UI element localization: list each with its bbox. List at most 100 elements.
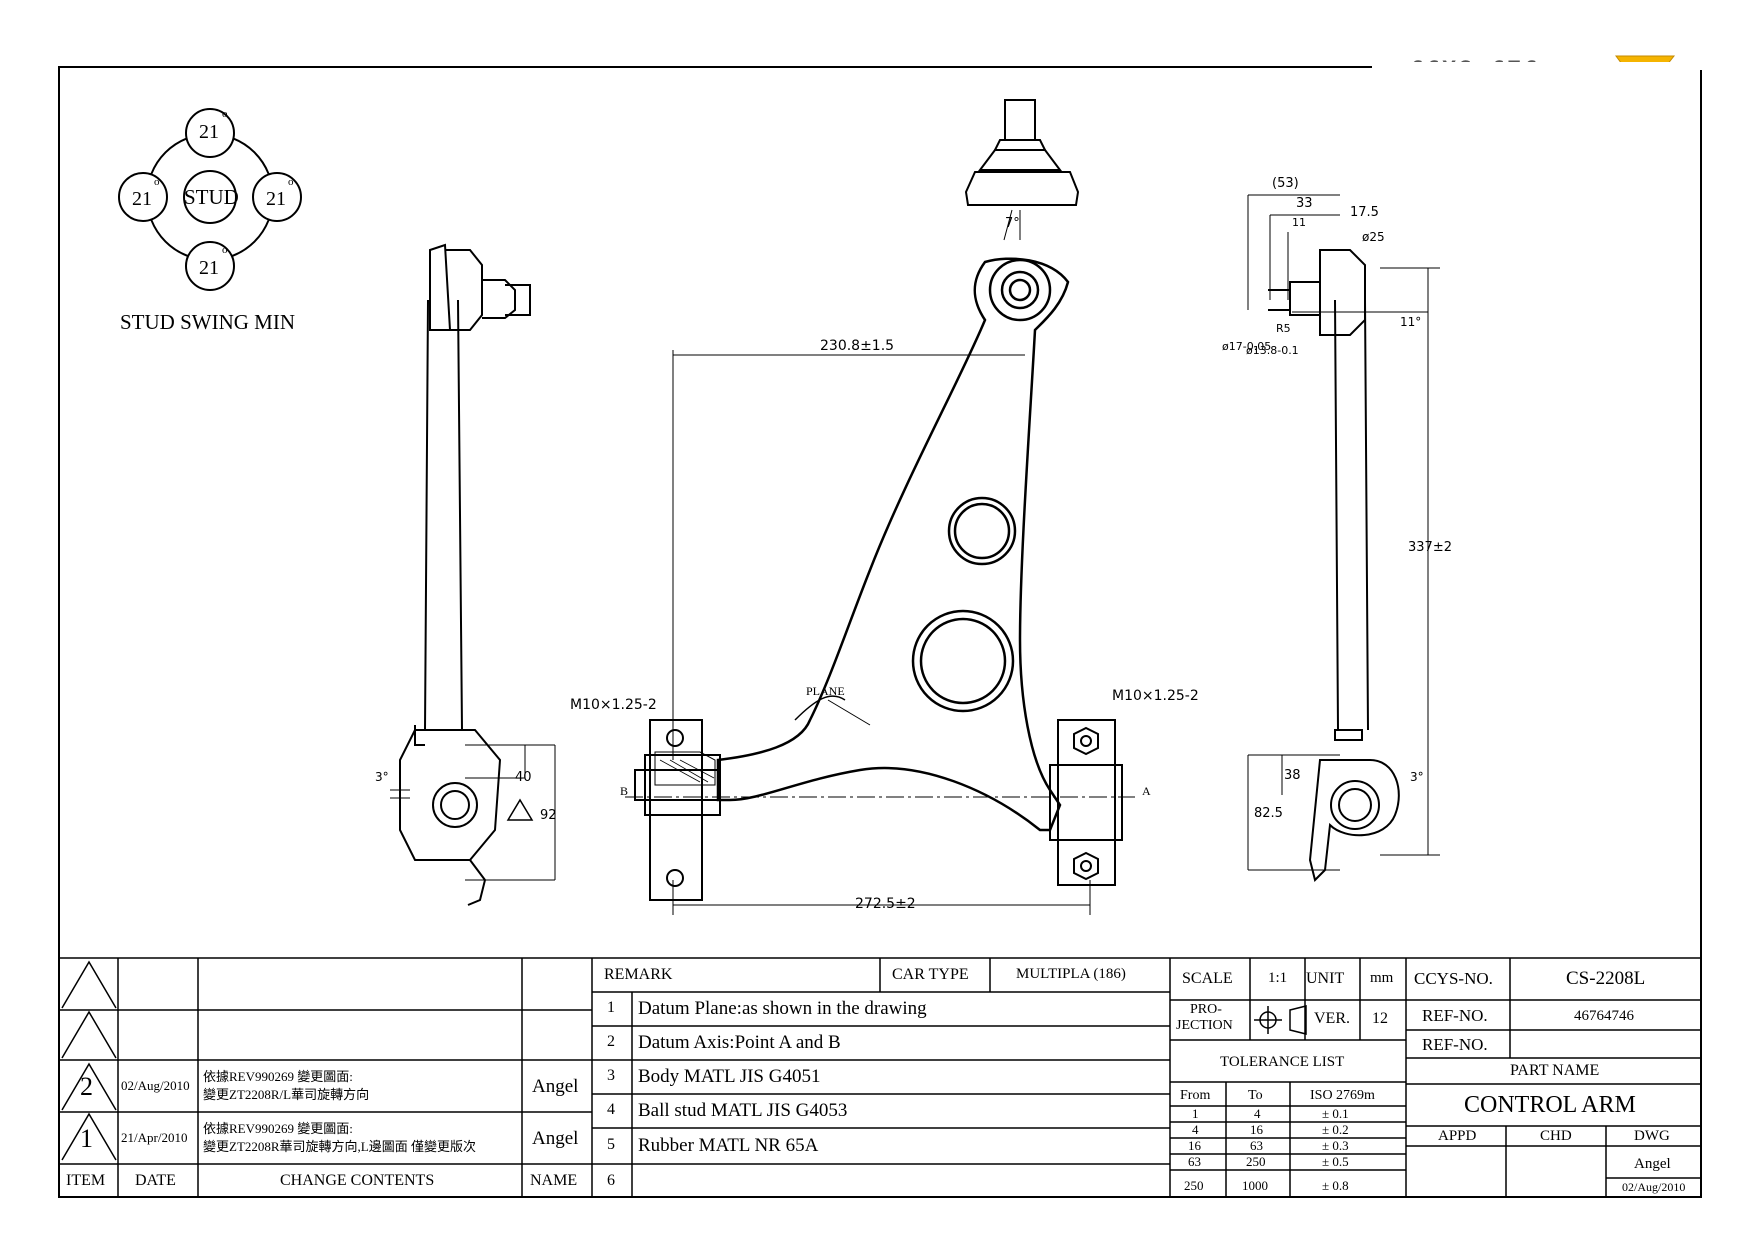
dwg-date: 02/Aug/2010 (1622, 1180, 1686, 1194)
dim-right-angle-top: 11° (1400, 315, 1422, 329)
revision-date-2: 02/Aug/2010 (121, 1078, 190, 1093)
dim-right-337: 337±2 (1408, 540, 1452, 555)
dim-thread-right: M10×1.25-2 (1112, 688, 1199, 704)
ref-no2-label: REF-NO. (1422, 1035, 1488, 1054)
title-block-grid (58, 957, 1702, 1198)
label-plane: PLANE (806, 684, 845, 698)
revision-contents-2a: 依據REV990269 變更圖面: (203, 1069, 353, 1084)
revision-markers (61, 960, 117, 1161)
tol-from-3: 16 (1188, 1138, 1201, 1153)
ref-no-label: REF-NO. (1422, 1006, 1488, 1025)
tol-header-to: To (1248, 1088, 1263, 1103)
stud-angle-top: 21 (199, 121, 219, 143)
header-name: NAME (530, 1172, 578, 1189)
remark-text-3: Body MATL JIS G4051 (638, 1066, 821, 1087)
label-point-b: B (620, 784, 629, 798)
tol-value-3: ± 0.3 (1322, 1138, 1349, 1153)
stud-degree-bottom: o (222, 244, 228, 256)
remark-no-6: 6 (607, 1172, 615, 1189)
appd-label: APPD (1438, 1128, 1477, 1144)
stud-degree-top: o (222, 108, 228, 120)
ccys-no-value: CS-2208L (1566, 968, 1646, 989)
tol-value-1: ± 0.1 (1322, 1106, 1349, 1121)
ball-stud-top (964, 99, 1080, 241)
projection-label-1: PRO- (1190, 1002, 1222, 1017)
tol-to-4: 250 (1246, 1154, 1266, 1169)
header-date: DATE (135, 1172, 176, 1189)
bushing-right (1049, 719, 1123, 886)
remark-header: REMARK (604, 966, 673, 983)
dimension-lines (390, 194, 1440, 915)
revision-name-1: Angel (532, 1128, 579, 1149)
dim-right-82-5: 82.5 (1254, 806, 1283, 821)
chd-label: CHD (1540, 1128, 1572, 1144)
ver-label: VER. (1314, 1010, 1350, 1027)
revision-item-2: 2 (80, 1072, 93, 1101)
remark-text-2: Datum Axis:Point A and B (638, 1032, 841, 1053)
revision-name-2: Angel (532, 1076, 579, 1097)
tol-value-2: ± 0.2 (1322, 1122, 1349, 1137)
remark-no-5: 5 (607, 1136, 615, 1153)
remark-no-3: 3 (607, 1067, 615, 1084)
dim-width-bottom: 272.5±2 (855, 896, 916, 912)
dim-right-r5: R5 (1276, 322, 1291, 335)
ver-value: 12 (1372, 1010, 1388, 1027)
remark-no-4: 4 (607, 1101, 615, 1118)
dim-right-angle-bottom: 3° (1410, 770, 1424, 784)
dim-right-38: 38 (1284, 768, 1301, 783)
dim-left-92: 92 (540, 808, 557, 823)
part-name-value: CONTROL ARM (1464, 1092, 1636, 1118)
dim-right-11: 11 (1292, 216, 1306, 229)
dim-thread-left: M10×1.25-2 (570, 697, 657, 713)
unit-label: UNIT (1306, 970, 1345, 987)
part-name-label: PART NAME (1510, 1062, 1600, 1079)
left-side-view (399, 243, 556, 906)
remark-text-1: Datum Plane:as shown in the drawing (638, 998, 927, 1019)
dim-right-33: 33 (1296, 196, 1313, 211)
tol-to-2: 16 (1250, 1122, 1263, 1137)
stud-swing-diagram (118, 108, 302, 291)
remark-text-5: Rubber MATL NR 65A (638, 1135, 819, 1156)
dim-right-d17: ø17-0.05 (1222, 340, 1272, 353)
tol-from-2: 4 (1192, 1122, 1199, 1137)
car-type-value: MULTIPLA (186) (1016, 966, 1126, 982)
dim-left-40: 40 (515, 770, 532, 785)
revision-contents-1a: 依據REV990269 變更圖面: (203, 1121, 353, 1136)
tol-value-5: ± 0.8 (1322, 1178, 1349, 1193)
scale-label: SCALE (1182, 970, 1233, 987)
remark-text-4: Ball stud MATL JIS G4053 (638, 1100, 848, 1121)
stud-degree-left: o (154, 176, 160, 188)
control-arm-body (716, 257, 1070, 832)
dim-width-top: 230.8±1.5 (820, 338, 895, 354)
stud-degree-right: o (288, 176, 294, 188)
dim-right-53: (53) (1272, 176, 1299, 191)
revision-contents-1b: 變更ZT2208R華司旋轉方向,L邊圖面 僅變更版次 (203, 1139, 476, 1154)
projection-label-2: JECTION (1176, 1018, 1233, 1033)
tol-header-from: From (1180, 1088, 1211, 1103)
bushing-left (634, 719, 721, 901)
right-side-view (1268, 249, 1400, 882)
header-item: ITEM (66, 1172, 106, 1189)
header-change-contents: CHANGE CONTENTS (280, 1172, 435, 1189)
dim-left-angle: 3° (375, 770, 389, 784)
tol-from-4: 63 (1188, 1154, 1201, 1169)
stud-swing-caption: STUD SWING MIN (120, 310, 295, 334)
remark-no-1: 1 (607, 999, 615, 1016)
ref-no-value: 46764746 (1574, 1008, 1634, 1024)
dim-top-angle: 7° (1005, 216, 1020, 231)
ccys-no-label: CCYS-NO. (1414, 969, 1493, 988)
unit-value: mm (1370, 970, 1394, 986)
dwg-label: DWG (1634, 1128, 1670, 1144)
stud-center-label: STUD (184, 185, 239, 209)
dim-right-d25: ø25 (1362, 230, 1385, 244)
stud-angle-bottom: 21 (199, 257, 219, 279)
tol-to-5: 1000 (1242, 1178, 1268, 1193)
tol-value-4: ± 0.5 (1322, 1154, 1349, 1169)
revision-date-1: 21/Apr/2010 (121, 1130, 188, 1145)
dim-right-17-5: 17.5 (1350, 205, 1379, 220)
car-type-label: CAR TYPE (892, 966, 969, 983)
tol-to-3: 63 (1250, 1138, 1263, 1153)
remark-no-2: 2 (607, 1033, 615, 1050)
revision-contents-2b: 變更ZT2208R/L華司旋轉方向 (203, 1087, 370, 1102)
